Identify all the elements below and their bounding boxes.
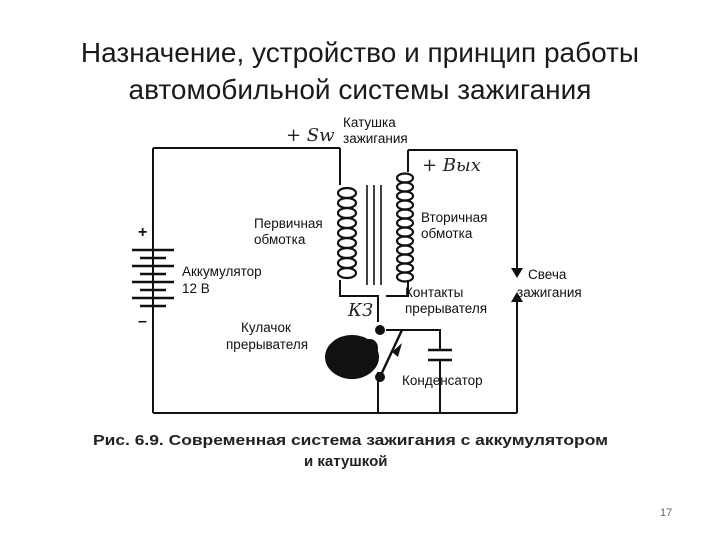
contacts-label-line1: Контакты [405, 285, 463, 300]
primary-label-line1: Первичная [254, 216, 323, 231]
page-number: 17 [660, 507, 673, 519]
cam-icon [325, 335, 379, 379]
circuit-wires [152, 147, 518, 414]
battery-plus: + [138, 224, 147, 241]
battery-minus: – [138, 313, 147, 330]
breaker-contacts [375, 325, 404, 382]
figure-caption-line1: Рис. 6.9. Современная система зажигания … [93, 432, 608, 449]
coil-core [366, 185, 382, 285]
coil-label-line2: зажигания [343, 131, 408, 146]
primary-winding [336, 186, 358, 280]
contacts-label-line2: прерывателя [405, 301, 487, 316]
handwritten-sw: + Sw [286, 125, 335, 146]
secondary-winding [395, 172, 415, 283]
handwritten-kz: КЗ [347, 300, 373, 321]
battery-symbol [132, 240, 174, 308]
battery-label-line1: Аккумулятор [182, 264, 262, 279]
slide-title: Назначение, устройство и принцип работы … [40, 34, 680, 108]
capacitor-symbol [428, 348, 452, 362]
spark-label-line1: Свеча [528, 267, 567, 282]
capacitor-label: Конденсатор [402, 373, 483, 388]
spark-plug-gap-icon [511, 268, 523, 302]
cam-label-line2: прерывателя [226, 337, 308, 352]
secondary-label-line1: Вторичная [421, 210, 487, 225]
handwritten-vys: + Вых [422, 155, 481, 176]
cam-label-line1: Кулачок [241, 320, 291, 335]
slide-title-line1: Назначение, устройство и принцип работы [80, 37, 640, 68]
primary-label-line2: обмотка [254, 232, 306, 247]
slide-title-line2: автомобильной системы зажигания [128, 74, 592, 105]
secondary-label-line2: обмотка [421, 226, 473, 241]
battery-label-line2: 12 В [182, 281, 210, 296]
spark-label-line2: зажигания [517, 285, 582, 300]
figure-caption-line2: и катушкой [304, 453, 388, 470]
coil-label-line1: Катушка [343, 115, 396, 130]
